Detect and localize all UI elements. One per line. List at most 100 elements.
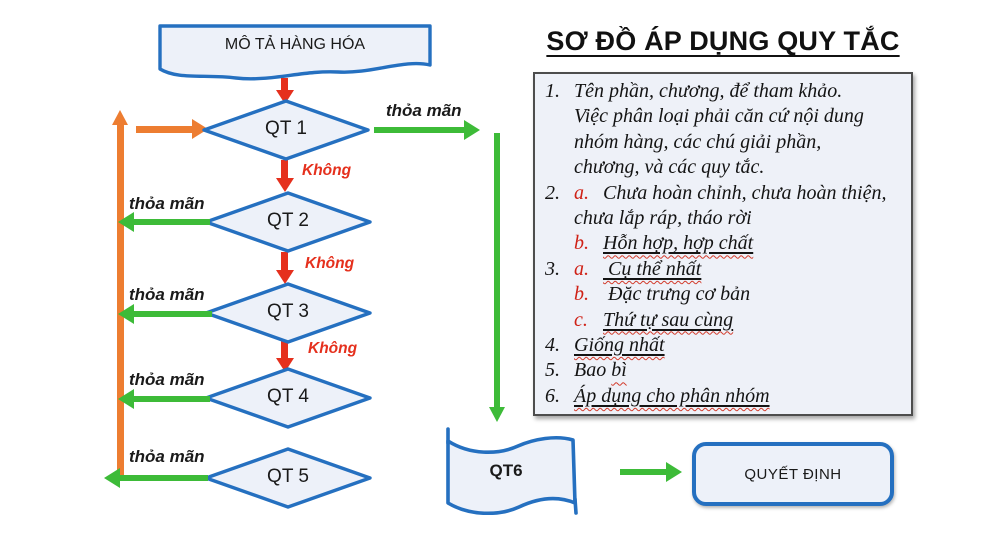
rule-text-segment: Việc phân loại phải căn cứ nội dung <box>574 105 864 128</box>
arrow-line <box>620 469 666 475</box>
rule-text-segment: chương, và các quy tắc. <box>574 156 765 179</box>
arrow-yes-qt5 <box>104 468 208 488</box>
decision-label: QT 4 <box>267 386 309 408</box>
rule-number: 3. <box>545 257 560 280</box>
arrow-head <box>666 462 682 482</box>
rule-line: c. Thứ tự sau cùng <box>545 308 905 333</box>
arrow-head <box>118 212 134 232</box>
yes-label-qt1: thỏa mãn <box>386 101 462 120</box>
decision-node-qt5: QT 5 <box>202 446 374 510</box>
no-label-3: Không <box>308 340 358 357</box>
yes-label-qt4: thỏa mãn <box>129 370 205 389</box>
rule-line: 4. Giống nhất <box>545 333 905 358</box>
rule-text-segment: Thứ tự sau cùng <box>603 309 733 331</box>
rule-line: nhóm hàng, các chú giải phần, <box>545 130 905 155</box>
arrow-line <box>374 127 464 133</box>
start-document-node: MÔ TẢ HÀNG HÓA <box>158 24 432 82</box>
rule-sub-letter: c. <box>574 308 588 331</box>
no-label-1: Không <box>302 162 352 179</box>
arrow-line <box>118 475 208 481</box>
arrow-loop-into-qt1 <box>136 119 208 139</box>
rule-text-segment: Cụ thể nhất <box>603 258 701 280</box>
rule-number: 2. <box>545 181 560 204</box>
rule-text-segment: bì <box>611 359 627 382</box>
rule-text-segment: Đặc trưng cơ bản <box>603 283 751 306</box>
rule-text-segment: chưa lắp ráp, tháo rời <box>574 207 752 230</box>
rule-text-segment: Giống nhất <box>574 334 665 356</box>
arrow-line <box>281 340 288 360</box>
rule-line: 1. Tên phần, chương, để tham khảo. <box>545 79 905 104</box>
rule-text-segment: Chưa hoàn chỉnh, chưa hoàn thiện, <box>603 181 887 204</box>
rule-sub-letter: a. <box>574 257 589 280</box>
arrow-line <box>117 123 124 478</box>
arrow-head <box>112 110 128 125</box>
rule-text-segment: Tên phần, chương, để tham khảo. <box>574 80 843 102</box>
rule-sub-letter: a. <box>574 181 589 204</box>
rule-text-segment: Áp dụng cho phân nhóm <box>574 384 770 407</box>
rule-number: 6. <box>545 384 560 407</box>
arrow-line <box>136 126 193 133</box>
arrow-head <box>118 304 134 324</box>
rule-text-segment: Hỗn hợp, hợp chất <box>603 232 753 254</box>
rules-panel: 1. Tên phần, chương, để tham khảo. Việc ph… <box>533 72 913 416</box>
qt6-label: QT6 <box>489 461 523 480</box>
rule-number: 5. <box>545 359 560 382</box>
rule-number: 4. <box>545 334 560 357</box>
arrow-loop-up <box>112 110 128 478</box>
decision-label: QT 5 <box>267 466 309 488</box>
rule-line: b. Hỗn hợp, hợp chất <box>545 231 905 256</box>
start-node-label: MÔ TẢ HÀNG HÓA <box>224 36 366 53</box>
arrow-head <box>464 120 480 140</box>
arrow-yes-qt3 <box>118 304 212 324</box>
yes-label-qt3: thỏa mãn <box>129 285 205 304</box>
arrow-line <box>132 219 210 225</box>
arrow-head <box>192 119 208 139</box>
rule-line: 5. Bao bì <box>545 358 905 383</box>
rule-line: Việc phân loại phải căn cứ nội dung <box>545 104 905 129</box>
page-title-text: SƠ ĐỒ ÁP DỤNG QUY TẮC <box>546 26 900 56</box>
qt6-wave-node: QT6 <box>440 423 580 515</box>
rule-number: 1. <box>545 80 560 102</box>
rule-line: b. Đặc trưng cơ bản <box>545 282 905 307</box>
arrow-qt6-to-end <box>620 462 684 482</box>
arrow-yes-qt1 <box>374 120 480 140</box>
yes-label-qt5: thỏa mãn <box>129 447 205 466</box>
rule-text-segment: Bao <box>574 359 612 382</box>
arrow-head <box>118 389 134 409</box>
end-node-decision: QUYẾT ĐỊNH <box>692 442 894 506</box>
rule-text-segment: Áp dụng cho phân nhóm <box>574 385 770 407</box>
arrow-down-to-qt6 <box>489 133 505 425</box>
decision-label: QT 1 <box>265 118 307 140</box>
rule-sub-letter: b. <box>574 283 589 306</box>
rule-text-segment: nhóm hàng, các chú giải phần, <box>574 130 822 153</box>
arrow-no-qt2-qt3 <box>276 252 294 286</box>
arrow-line <box>132 396 210 402</box>
decision-label: QT 3 <box>267 301 309 323</box>
rule-line: 6. Áp dụng cho phân nhóm <box>545 384 905 409</box>
arrow-line <box>281 160 288 180</box>
arrow-line <box>281 78 288 92</box>
rule-line: 3. a. Cụ thể nhất <box>545 257 905 282</box>
rule-line: 2. a. Chưa hoàn chỉnh, chưa hoàn thiện, <box>545 181 905 206</box>
arrow-head <box>276 270 294 284</box>
arrow-head <box>104 468 120 488</box>
end-node-label: QUYẾT ĐỊNH <box>744 465 842 483</box>
rule-sub-letter: b. <box>574 232 589 255</box>
page-title: SƠ ĐỒ ÁP DỤNG QUY TẮC <box>533 26 913 57</box>
decision-label: QT 2 <box>267 210 309 232</box>
rule-text-segment: Cụ thể nhất <box>603 257 702 280</box>
arrow-line <box>494 133 500 409</box>
rule-line: chưa lắp ráp, tháo rời <box>545 206 905 231</box>
arrow-line <box>132 311 212 317</box>
rule-text-segment: Thứ tự sau cùng <box>603 308 734 331</box>
no-label-2: Không <box>305 255 355 272</box>
rule-text-segment: Giống nhất <box>574 334 665 357</box>
arrow-line <box>281 252 288 272</box>
rule-text-segment: Hỗn hợp, hợp chất <box>603 232 754 255</box>
arrow-yes-qt4 <box>118 389 210 409</box>
rule-line: chương, và các quy tắc. <box>545 155 905 180</box>
decision-node-qt2: QT 2 <box>202 190 374 254</box>
arrow-head <box>276 178 294 192</box>
yes-label-qt2: thỏa mãn <box>129 194 205 213</box>
